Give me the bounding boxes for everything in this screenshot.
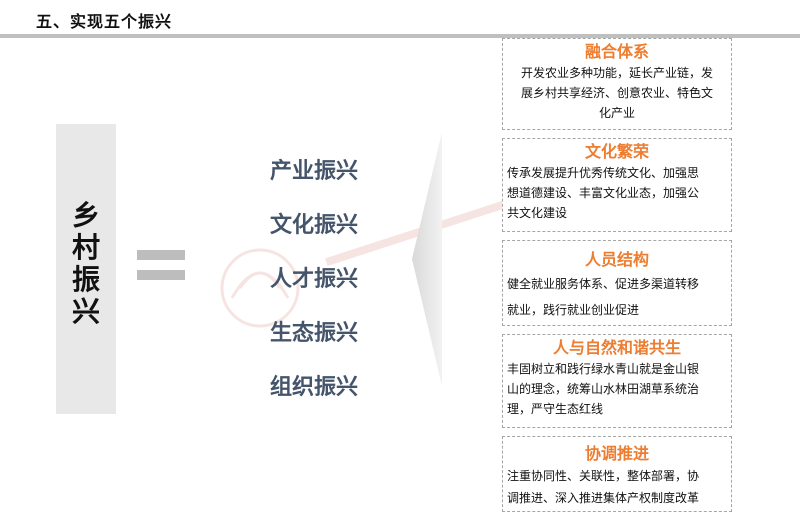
card-body: 注重协同性、关联性，整体部署，协 调推进、深入推进集体产权制度改革 [507,469,700,505]
card-body: 开发农业多种功能，延长产业链，发 展乡村共享经济、创意农业、特色文 化产业 [520,66,713,120]
card-body: 传承发展提升优秀传统文化、加强思 想道德建设、丰富文化业态，加强公 共文化建设 [507,166,700,220]
rural-revitalization-label: 乡 村 振 兴 [71,199,100,328]
rural-revitalization-panel [56,124,116,414]
card-heading: 文化繁荣 [584,142,649,161]
page-title: 五、实现五个振兴 [36,12,173,31]
card-heading: 人与自然和谐共生 [552,338,681,357]
card-harmony-with-nature: 人与自然和谐共生 丰固树立和践行绿水青山就是金山银 山的理念，统筹山水林田湖草系… [502,334,732,428]
card-cultural-prosperity: 文化繁荣 传承发展提升优秀传统文化、加强思 想道德建设、丰富文化业态，加强公 共… [502,138,732,232]
equals-sign [137,250,185,290]
list-item: 产业振兴 [270,159,359,184]
list-item: 生态振兴 [270,321,359,346]
revitalization-list: 产业振兴 文化振兴 人才振兴 生态振兴 组织振兴 [270,152,380,422]
card-body: 丰固树立和践行绿水青山就是金山银 山的理念，统筹山水林田湖草系统治 理，严守生态… [507,362,700,416]
card-heading: 协调推进 [584,444,649,463]
card-coordinated-advancement: 协调推进 注重协同性、关联性，整体部署，协 调推进、深入推进集体产权制度改革 [502,436,732,512]
card-heading: 人员结构 [584,250,649,269]
list-item: 人才振兴 [270,267,359,292]
list-item: 文化振兴 [270,213,359,238]
card-personnel-structure: 人员结构 健全就业服务体系、促进多渠道转移 就业，践行就业创业促进 [502,240,732,326]
list-item: 组织振兴 [270,375,359,400]
title-divider [0,34,800,38]
card-heading: 融合体系 [584,42,649,61]
card-body: 健全就业服务体系、促进多渠道转移 就业，践行就业创业促进 [507,277,700,317]
connector-wedge [412,132,442,386]
card-integration-system: 融合体系 开发农业多种功能，延长产业链，发 展乡村共享经济、创意农业、特色文 化… [502,38,732,130]
